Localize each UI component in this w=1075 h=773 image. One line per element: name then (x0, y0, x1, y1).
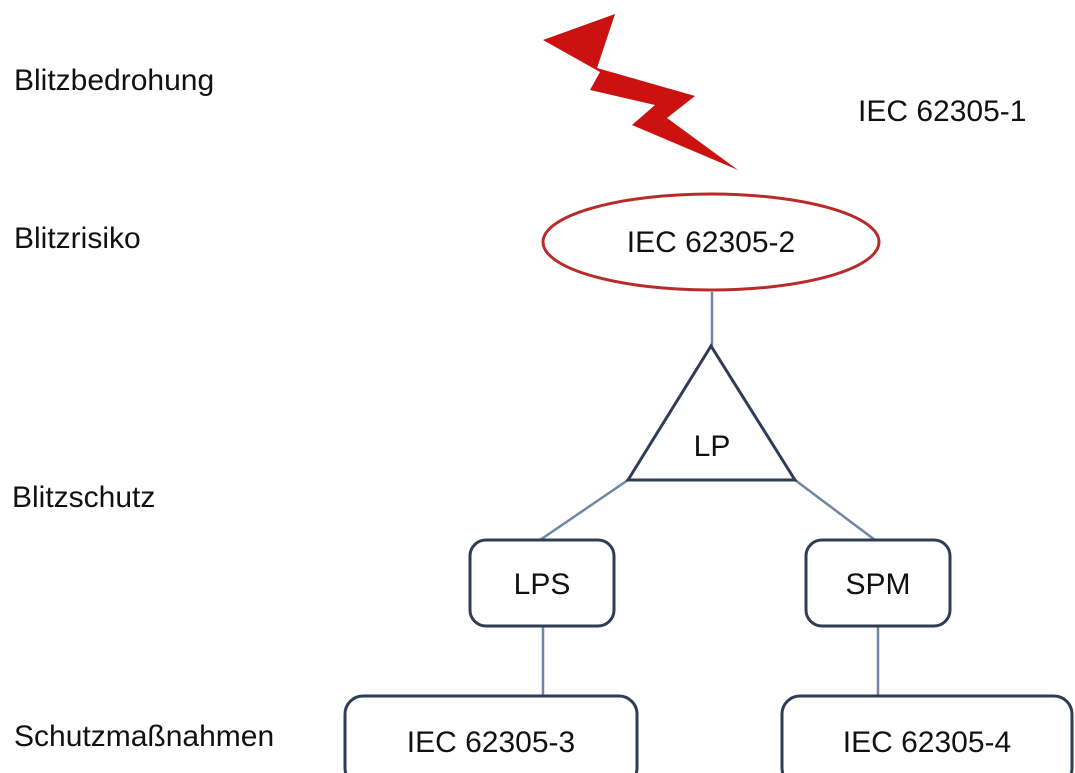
spm-box (804, 538, 952, 628)
risk-ellipse (541, 192, 881, 292)
part4-box-label: IEC 62305-4 (843, 726, 1011, 759)
lps-box (468, 538, 616, 628)
standard-part1-label: IEC 62305-1 (858, 95, 1027, 128)
level-label-risk: Blitzrisiko (14, 222, 141, 255)
spm-box-label: SPM (845, 568, 910, 601)
level-label-protection: Blitzschutz (12, 481, 156, 514)
part3-box (343, 694, 639, 773)
lightning-bolt-icon (543, 14, 738, 170)
part4-box (780, 694, 1074, 773)
risk-ellipse-label: IEC 62305-2 (627, 226, 795, 259)
lps-box-label: LPS (514, 568, 571, 601)
level-label-measures: Schutzmaßnahmen (14, 720, 275, 753)
lp-triangle (625, 343, 798, 482)
part3-box-label: IEC 62305-3 (407, 726, 575, 759)
lp-triangle-label: LP (694, 430, 731, 463)
connector-triangle-lps (539, 478, 629, 542)
level-label-threat: Blitzbedrohung (14, 64, 215, 97)
connector-triangle-spm (794, 479, 876, 541)
